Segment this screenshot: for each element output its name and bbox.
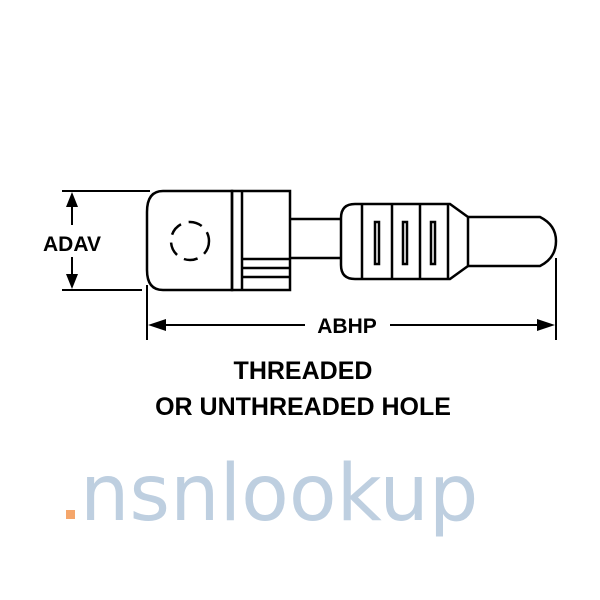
pin — [468, 215, 558, 268]
watermark: nsnlookup — [80, 449, 478, 539]
lug-body — [145, 189, 234, 292]
arrowheads — [66, 192, 555, 331]
arrow-right-icon — [537, 319, 555, 331]
shaft — [290, 217, 341, 260]
insulated-grip — [339, 202, 470, 281]
caption-line-2: OR UNTHREADED HOLE — [155, 393, 451, 421]
hole-circle — [169, 220, 211, 262]
length-dimension-label: ABHP — [317, 315, 377, 338]
caption-line-1: THREADED — [234, 357, 373, 385]
hex-block — [230, 189, 292, 292]
arrow-down-icon — [66, 274, 78, 289]
arrow-left-icon — [148, 319, 166, 331]
part-outline — [145, 189, 558, 292]
watermark-dot — [66, 510, 75, 519]
arrow-up-icon — [66, 192, 78, 207]
dimension-lines — [62, 190, 557, 340]
height-dimension-label: ADAV — [43, 233, 101, 256]
